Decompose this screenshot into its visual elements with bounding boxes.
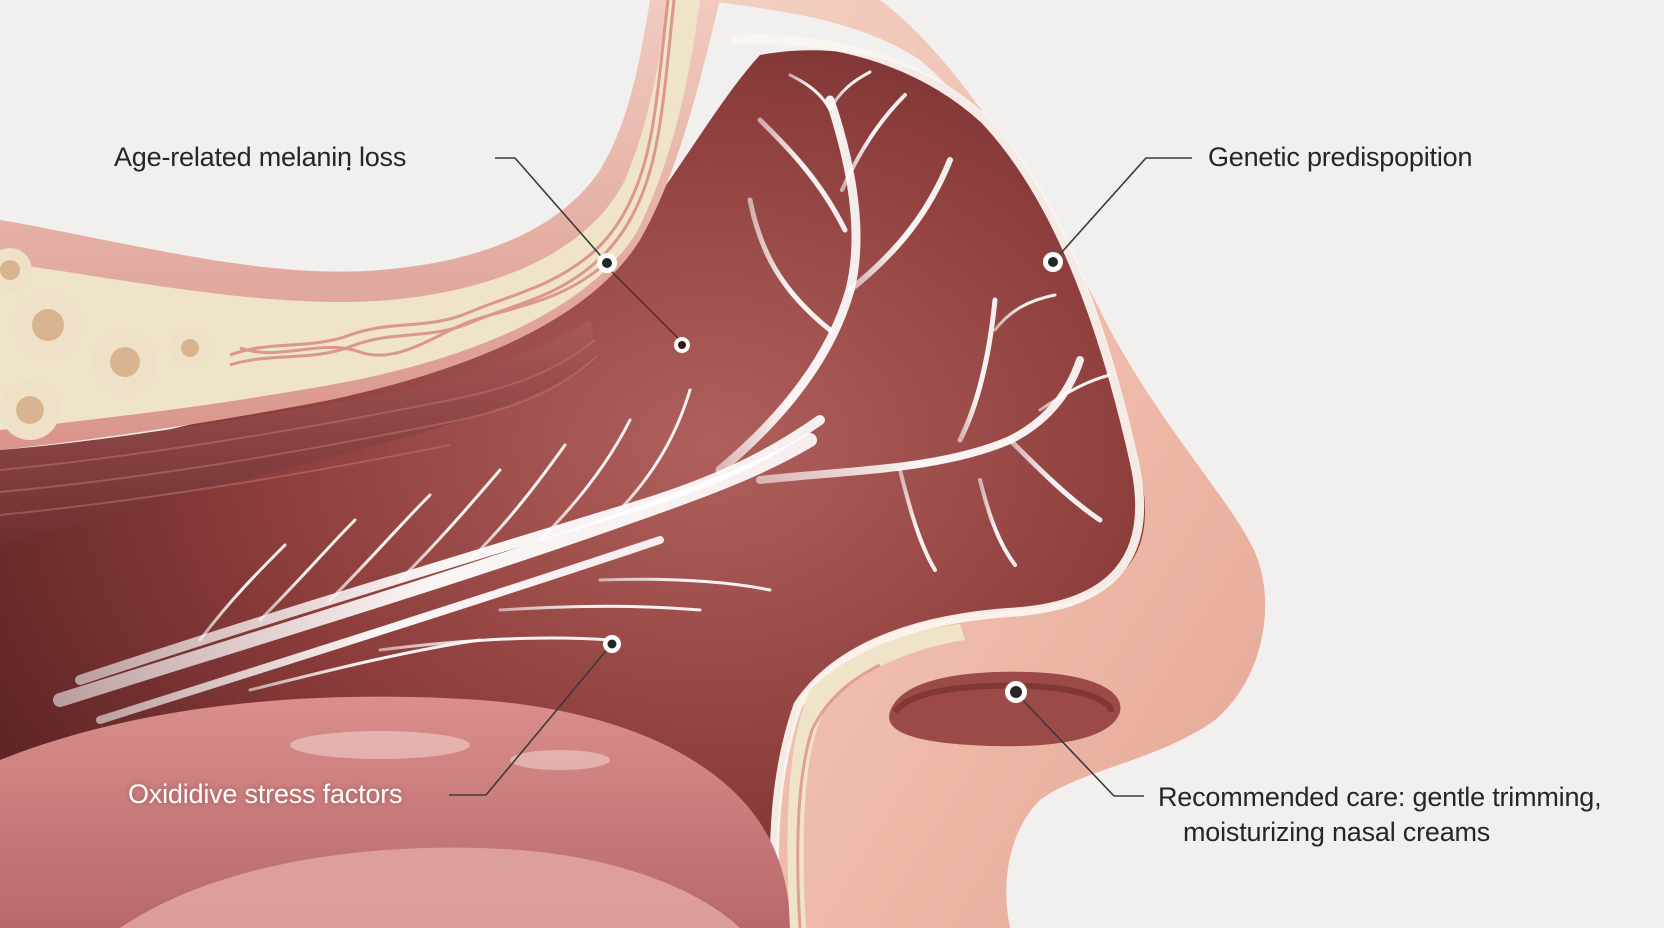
muscle-striations [0, 339, 598, 516]
label-care-line-1: Recommended care: gentle trimming, [1158, 782, 1602, 812]
label-genetic-predisposition: Genetic predispopition [1208, 142, 1473, 172]
lower-lip [120, 847, 740, 928]
leader-line-melanin [495, 157, 608, 264]
lip-highlights [290, 731, 610, 770]
hair-bundle [53, 70, 1112, 724]
leader-lines [449, 157, 1192, 797]
muscle-band [0, 320, 600, 545]
leader-line-oxidative [449, 645, 611, 796]
fat-layer [0, 0, 700, 430]
nose-side-vessels [796, 663, 881, 928]
markers [597, 252, 1063, 703]
label-care-line-2: moisturizing nasal creams [1183, 817, 1491, 847]
leader-line-care [1015, 692, 1144, 797]
label-oxidative-stress: Oxididive stress factors [128, 779, 403, 809]
marker-melanin-dot [602, 258, 612, 268]
nose-outer-skin [700, 0, 1266, 928]
vessel-pattern [229, 0, 676, 367]
leader-line-melanin-inner [609, 269, 681, 341]
inner-membrane-line [730, 34, 1144, 928]
leader-line-genetic [1052, 157, 1192, 263]
label-melanin-loss: Age-related melaninฺ loss [114, 142, 407, 172]
tissue-tubes [0, 248, 210, 440]
